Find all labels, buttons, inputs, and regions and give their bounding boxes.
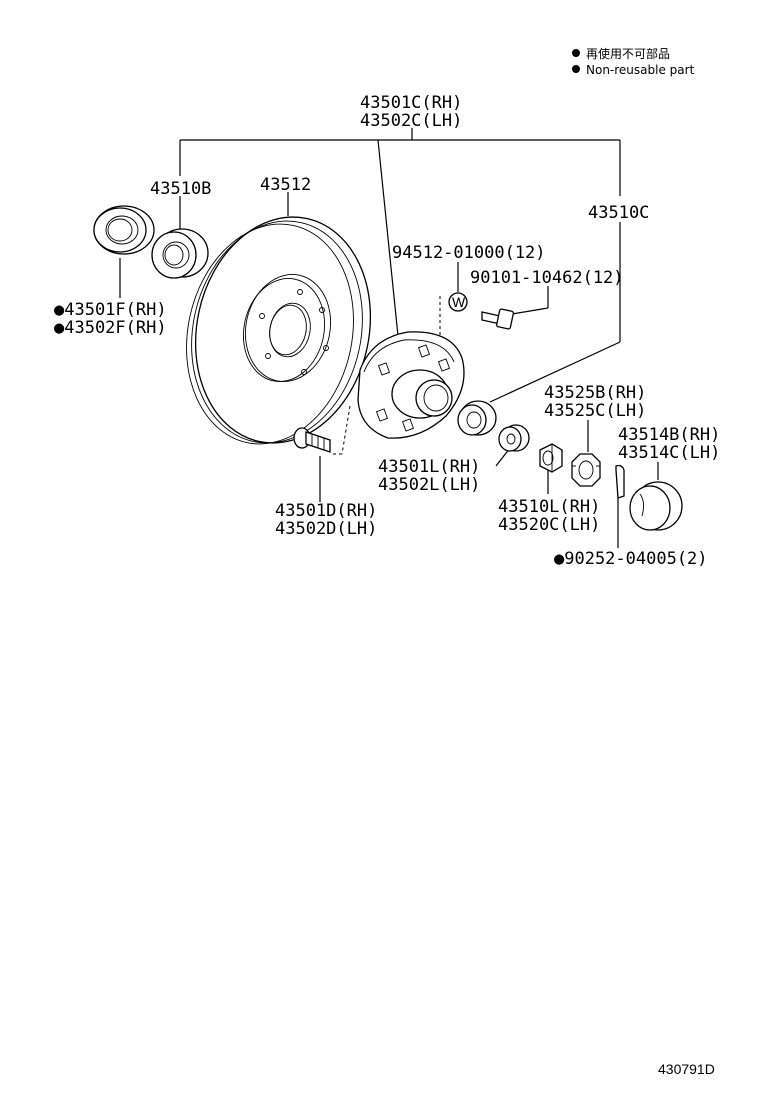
label-seal-lh: ●43502F(RH) (54, 318, 167, 338)
label-nut-lh: 43520C(LH) (498, 515, 600, 535)
grease-cap (629, 481, 683, 531)
oil-seal (93, 205, 155, 255)
label-hub-rh: 43501C(RH) (360, 93, 462, 113)
disc-bolt (481, 308, 514, 330)
outer-bearing (457, 400, 497, 436)
legend-bullet-en (572, 65, 580, 73)
label-disc: 43512 (260, 175, 311, 195)
thrust-washer (498, 424, 530, 452)
washer-w: W (448, 292, 468, 312)
label-lock-lh: 43525C(LH) (544, 401, 646, 421)
label-cotter-pin: ●90252-04005(2) (554, 549, 708, 569)
hub-nut (539, 443, 563, 473)
label-bearing-outer: 43510C (588, 203, 649, 223)
label-cap-lh: 43514C(LH) (618, 443, 720, 463)
nut-lock-cap (571, 453, 601, 487)
diagram-code: 430791D (658, 1061, 715, 1077)
washer-w-mark: W (452, 294, 466, 310)
legend-bullet-cn (572, 49, 580, 57)
legend-non-reusable-en: Non-reusable part (586, 63, 695, 77)
cotter-pin (615, 464, 625, 499)
label-nut-rh: 43510L(RH) (498, 497, 600, 517)
label-stud-rh: 43501D(RH) (275, 501, 377, 521)
brake-disc (186, 216, 372, 445)
label-bolt-code: 90101-10462(12) (470, 268, 624, 288)
label-hub-lh: 43502C(LH) (360, 111, 462, 131)
label-cap-rh: 43514B(RH) (618, 425, 720, 445)
legend: 再使用不可部品 Non-reusable part (572, 46, 695, 77)
label-washer-code: 94512-01000(12) (392, 243, 546, 263)
label-seal-rh: ●43501F(RH) (54, 300, 167, 320)
legend-non-reusable-cn: 再使用不可部品 (586, 46, 670, 61)
inner-bearing (151, 228, 209, 279)
leader-lines (119, 192, 659, 548)
part-labels: 43501C(RH) 43502C(LH) 43510B 43512 43510… (54, 93, 720, 569)
axle-hub (357, 331, 465, 439)
label-bearing-inner: 43510B (150, 179, 211, 199)
label-washer-rh: 43501L(RH) (378, 457, 480, 477)
label-washer-lh: 43502L(LH) (378, 475, 480, 495)
label-stud-lh: 43502D(LH) (275, 519, 377, 539)
label-lock-rh: 43525B(RH) (544, 383, 646, 403)
hub-assembly-bracket (179, 128, 621, 337)
hub-bolt-stud (293, 427, 331, 453)
